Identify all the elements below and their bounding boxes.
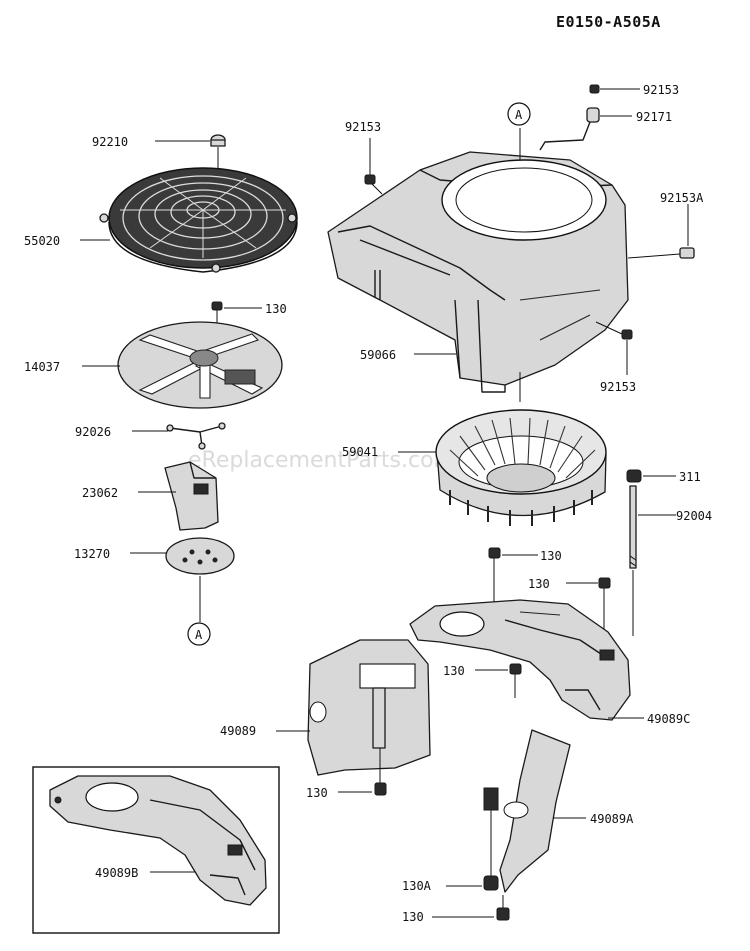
part-13270-disc[interactable] bbox=[165, 537, 235, 575]
label-311: 311 bbox=[679, 470, 701, 484]
label-92210: 92210 bbox=[92, 135, 128, 149]
part-49089c-baffle[interactable] bbox=[409, 599, 631, 721]
label-130-c: 130 bbox=[443, 664, 465, 678]
part-92153-screw-top[interactable] bbox=[589, 84, 600, 94]
label-59041: 59041 bbox=[342, 445, 378, 459]
part-23062-bracket[interactable] bbox=[164, 461, 219, 531]
part-59066-blower-housing[interactable] bbox=[327, 128, 629, 393]
part-49089-side-shield[interactable] bbox=[307, 639, 431, 776]
label-130-screen: 130 bbox=[265, 302, 287, 316]
part-92153-screw-right[interactable] bbox=[595, 321, 633, 340]
part-311-cap[interactable] bbox=[626, 469, 642, 483]
svg-text:A: A bbox=[515, 108, 523, 122]
label-130a: 130A bbox=[402, 879, 432, 893]
diagram-code: E0150-A505A bbox=[556, 13, 661, 31]
label-55020: 55020 bbox=[24, 234, 60, 248]
part-49089a-shield[interactable] bbox=[483, 729, 571, 893]
part-92210-cap[interactable] bbox=[210, 134, 226, 147]
label-49089c: 49089C bbox=[647, 712, 690, 726]
label-49089a: 49089A bbox=[590, 812, 634, 826]
part-130-bolt-c[interactable] bbox=[509, 663, 522, 698]
part-92004-stud[interactable] bbox=[629, 485, 637, 569]
ref-marker-a-top: A bbox=[507, 102, 531, 126]
label-92026: 92026 bbox=[75, 425, 111, 439]
part-130-bolt-d[interactable] bbox=[374, 748, 387, 796]
label-130-d: 130 bbox=[306, 786, 328, 800]
part-55020-fan-screen[interactable] bbox=[99, 167, 298, 273]
part-130a-bolt[interactable] bbox=[483, 875, 499, 891]
ref-marker-a-bottom: A bbox=[187, 622, 211, 646]
label-92153-right: 92153 bbox=[600, 380, 636, 394]
label-14037: 14037 bbox=[24, 360, 60, 374]
label-92153a: 92153A bbox=[660, 191, 704, 205]
label-130-a: 130 bbox=[540, 549, 562, 563]
label-59066: 59066 bbox=[360, 348, 396, 362]
label-92004: 92004 bbox=[676, 509, 712, 523]
label-23062: 23062 bbox=[82, 486, 118, 500]
part-92153-screw-left[interactable] bbox=[364, 138, 383, 195]
part-92026-clip[interactable] bbox=[166, 422, 226, 450]
part-14037-fan-plate[interactable] bbox=[117, 321, 283, 409]
label-92153-top: 92153 bbox=[643, 83, 679, 97]
label-13270: 13270 bbox=[74, 547, 110, 561]
part-92153a-bolt[interactable] bbox=[627, 247, 695, 259]
label-49089: 49089 bbox=[220, 724, 256, 738]
label-130-e: 130 bbox=[402, 910, 424, 924]
label-92153-left: 92153 bbox=[345, 120, 381, 134]
svg-text:A: A bbox=[195, 628, 203, 642]
part-49089b-baffle[interactable] bbox=[49, 775, 267, 906]
label-49089b: 49089B bbox=[95, 866, 138, 880]
part-59041-flywheel[interactable] bbox=[435, 409, 607, 526]
label-92171: 92171 bbox=[636, 110, 672, 124]
label-130-b: 130 bbox=[528, 577, 550, 591]
part-130-bolt-e[interactable] bbox=[496, 895, 510, 921]
part-92171-clip[interactable] bbox=[539, 107, 600, 151]
